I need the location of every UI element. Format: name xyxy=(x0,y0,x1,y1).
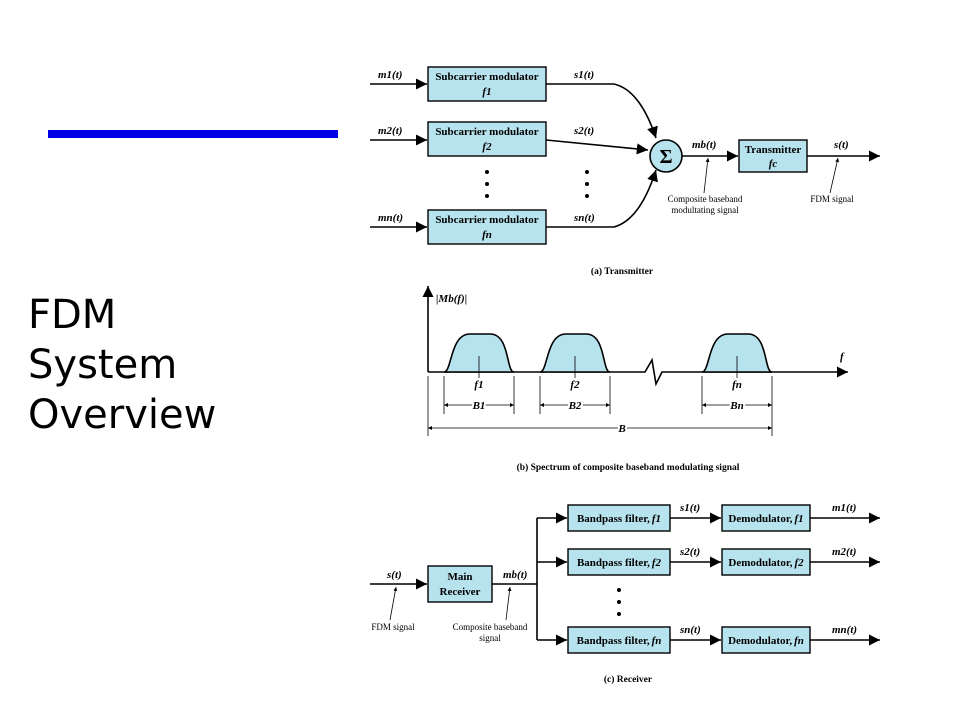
tx-fdm-pointer xyxy=(829,157,840,194)
rx-mb-label: mb(t) xyxy=(503,569,527,581)
demod-n-text: Demodulator,fn xyxy=(728,635,804,647)
subcarrier-modulator-2 xyxy=(427,121,547,157)
mod-1-freq: f1 xyxy=(482,86,491,98)
mod-2-label: Subcarrier modulator xyxy=(435,126,538,138)
demod-2-freq: f2 xyxy=(794,557,804,569)
spectrum-y-label: |Mb(f)| xyxy=(436,293,467,305)
spectrum-band-2 xyxy=(539,333,611,373)
filter-2-text: Bandpass filter,f2 xyxy=(577,557,662,569)
tx-ellipsis-right xyxy=(585,170,589,198)
transmitter-label: Transmitter xyxy=(745,144,802,156)
demod-n-label: Demodulator, xyxy=(728,635,792,647)
rx-input-label: s(t) xyxy=(386,569,402,581)
tx-sub-out-1: s1(t) xyxy=(573,69,594,81)
rx-composite-note-1: Composite baseband xyxy=(453,622,528,632)
filter-n-freq: fn xyxy=(652,635,662,647)
title-line-3: Overview xyxy=(28,392,217,438)
spectrum-center-n: fn xyxy=(732,379,742,391)
filter-1-text: Bandpass filter,f1 xyxy=(577,513,661,525)
spectrum-band-1 xyxy=(443,333,515,373)
spectrum-center-2: f2 xyxy=(570,379,580,391)
rx-composite-pointer xyxy=(505,586,512,621)
filter-2-label: Bandpass filter, xyxy=(577,557,650,569)
accent-bar xyxy=(48,130,338,138)
main-receiver-line-2: Receiver xyxy=(440,586,481,598)
spectrum-bandwidth-2: B2 xyxy=(568,400,582,412)
demodulator-1 xyxy=(721,504,811,532)
spectrum-x-label: f xyxy=(840,351,845,363)
tx-caption: (a) Transmitter xyxy=(591,266,654,277)
tx-composite-note-1: Composite baseband xyxy=(668,194,743,204)
bandpass-filter-n xyxy=(567,626,671,654)
spectrum-band-n xyxy=(701,333,773,373)
rx-composite-note-2: signal xyxy=(479,633,501,643)
rx-mid-1: s1(t) xyxy=(679,502,700,514)
rx-output-n: mn(t) xyxy=(832,624,857,636)
tx-path-1 xyxy=(546,83,658,139)
transmitter-block xyxy=(738,139,808,173)
main-receiver-line-1: Main xyxy=(447,571,472,583)
rx-mid-2: s2(t) xyxy=(679,546,700,558)
tx-fdm-note: FDM signal xyxy=(810,194,854,204)
tx-input-n: mn(t) xyxy=(378,212,403,224)
spectrum-caption: (b) Spectrum of composite baseband modul… xyxy=(517,462,740,473)
tx-sub-out-2: s2(t) xyxy=(573,125,594,137)
tx-input-1: m1(t) xyxy=(378,69,402,81)
spectrum-center-1: f1 xyxy=(474,379,483,391)
demod-1-label: Demodulator, xyxy=(728,513,792,525)
rx-fdm-pointer xyxy=(389,586,398,621)
demod-1-text: Demodulator,f1 xyxy=(728,513,803,525)
rx-output-2: m2(t) xyxy=(832,546,856,558)
tx-mb-label: mb(t) xyxy=(692,139,716,151)
tx-path-2 xyxy=(545,139,649,155)
demodulator-n xyxy=(721,626,811,654)
tx-sub-out-n: sn(t) xyxy=(573,212,595,224)
demodulator-2 xyxy=(721,548,811,576)
filter-n-label: Bandpass filter, xyxy=(577,635,650,647)
demod-n-freq: fn xyxy=(794,635,804,647)
filter-1-label: Bandpass filter, xyxy=(577,513,650,525)
rx-ellipsis xyxy=(617,588,621,616)
tx-composite-note-2: modultating signal xyxy=(671,205,739,215)
tx-path-n xyxy=(546,169,658,228)
mod-n-freq: fn xyxy=(482,229,492,241)
spectrum-section: |Mb(f)| f f1 f2 fn B1 B2 Bn B (b) Spectr… xyxy=(422,286,848,473)
tx-ellipsis-left xyxy=(485,170,489,198)
demod-2-text: Demodulator,f2 xyxy=(728,557,804,569)
page-title: FDM System Overview xyxy=(28,290,216,440)
mod-1-label: Subcarrier modulator xyxy=(435,71,538,83)
rx-caption: (c) Receiver xyxy=(604,674,653,685)
transmitter-freq: fc xyxy=(769,158,778,170)
spectrum-bandwidth-n: Bn xyxy=(729,400,743,412)
spectrum-total-bandwidth: B xyxy=(617,423,625,435)
mod-n-label: Subcarrier modulator xyxy=(435,214,538,226)
summer-symbol: Σ xyxy=(659,146,672,168)
receiver-section: s(t) FDM signal Main Receiver mb(t) Comp… xyxy=(370,502,880,685)
rx-mid-n: sn(t) xyxy=(679,624,701,636)
rx-fdm-note: FDM signal xyxy=(371,622,415,632)
title-line-1: FDM xyxy=(28,292,117,338)
demod-1-freq: f1 xyxy=(794,513,803,525)
subcarrier-modulator-1 xyxy=(427,66,547,102)
tx-input-2: m2(t) xyxy=(378,125,402,137)
rx-output-1: m1(t) xyxy=(832,502,856,514)
filter-2-freq: f2 xyxy=(652,557,662,569)
transmitter-section: m1(t) m2(t) mn(t) Subcarrier modulator f… xyxy=(370,66,880,277)
tx-composite-pointer xyxy=(703,157,710,194)
title-line-2: System xyxy=(28,342,178,388)
filter-n-text: Bandpass filter,fn xyxy=(577,635,662,647)
mod-2-freq: f2 xyxy=(482,141,492,153)
tx-output-label: s(t) xyxy=(833,139,849,151)
demod-2-label: Demodulator, xyxy=(728,557,792,569)
spectrum-bandwidth-1: B1 xyxy=(472,400,486,412)
filter-1-freq: f1 xyxy=(652,513,661,525)
